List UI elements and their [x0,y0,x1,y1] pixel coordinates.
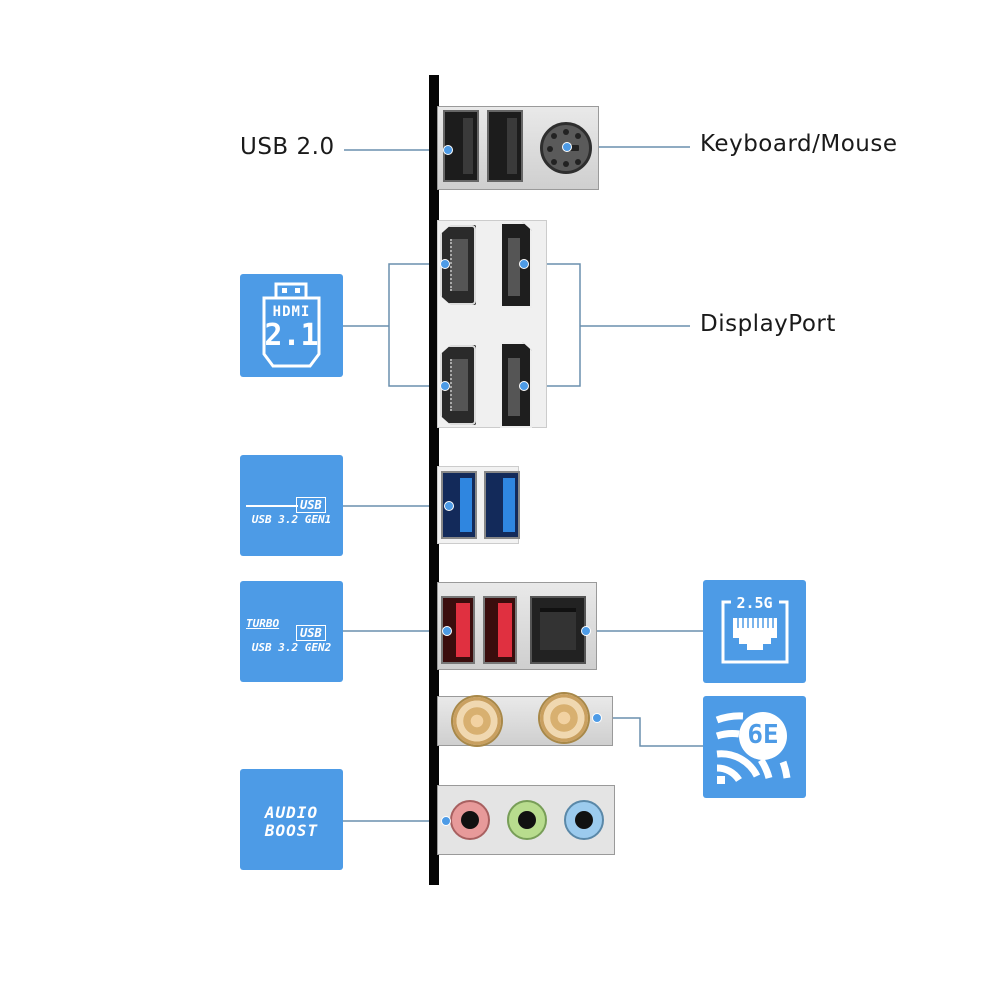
audio-jack-green [507,800,547,840]
hdmi-1-marker-dot [440,259,450,269]
usb20-label: USB 2.0 [240,134,335,160]
hdmi-2-marker-dot [440,381,450,391]
usb20-port-2 [487,110,523,182]
usb-gen2-logo: USB [296,625,326,641]
io-shield-edge [429,75,439,885]
wifi-leader-line [597,717,703,747]
lan-marker-dot [581,626,591,636]
wifi-antenna-connector-1 [453,697,501,745]
lan-2-5g-badge: 2.5G [703,580,806,683]
usb-gen2-text: USB 3.2 GEN2 [251,641,332,654]
wifi-signal-icon [715,712,791,784]
usb32-gen1-badge: USB USB 3.2 GEN1 [240,455,343,556]
usb32-gen2-port-1 [441,596,475,664]
audio-badge-line1: AUDIO [264,803,319,822]
dp-1-marker-dot [519,259,529,269]
usb32-gen1-port-2 [484,471,520,539]
usb-gen1-logo: USB [296,497,326,513]
lan-port [530,596,586,664]
usb32-gen2-badge: TURBO USB USB 3.2 GEN2 [240,581,343,682]
hdmi-connector-icon [262,282,321,368]
displayport-label: DisplayPort [700,311,836,337]
hdmi-bracket [388,263,445,387]
hdmi-2-1-badge: HDMI 2.1 [240,274,343,377]
audio-boost-badge: AUDIO BOOST [240,769,343,870]
displayport-2 [500,342,532,428]
keyboard-mouse-label: Keyboard/Mouse [700,131,898,157]
wifi-badge-text: 6E [747,720,779,750]
ethernet-jack-icon [721,600,789,664]
usb-gen2-marker-dot [442,626,452,636]
dp-bracket [524,263,581,387]
audio-badge-line2: BOOST [264,821,319,840]
usb20-marker-dot [443,145,453,155]
hdmi-badge-line2: 2.1 [264,318,319,353]
hdmi-badge-line1: HDMI [272,304,311,320]
usb-gen1-marker-dot [444,501,454,511]
wifi-marker-dot [592,713,602,723]
usb-gen1-text: USB 3.2 GEN1 [251,513,332,526]
wifi-6e-badge: 6E [703,696,806,798]
hdmi-port-2 [440,345,476,425]
keyboard-marker-dot [562,142,572,152]
audio-jack-pink [450,800,490,840]
usb-swoosh-icon [246,505,298,507]
usb32-gen2-port-2 [483,596,517,664]
usb32-gen1-port-1 [441,471,477,539]
wifi-antenna-connector-2 [540,694,588,742]
lan-badge-text: 2.5G [736,594,773,612]
audio-jack-blue [564,800,604,840]
audio-marker-dot [441,816,451,826]
usb-gen2-prefix: TURBO [246,617,280,630]
dp-2-marker-dot [519,381,529,391]
